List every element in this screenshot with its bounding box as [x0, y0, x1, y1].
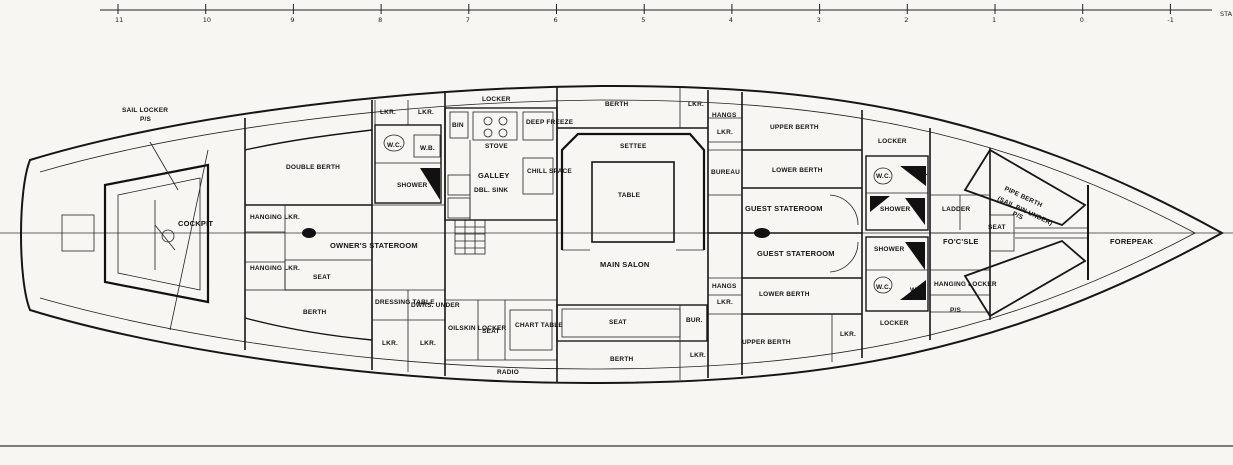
label-guest-stateroom-2: GUEST STATEROOM	[757, 249, 835, 258]
label-wc-fwd-2: W.C.	[876, 284, 891, 291]
label-locker-galley: LOCKER	[482, 96, 511, 103]
hull-outline	[20, 84, 1225, 385]
label-dressing-table: DRESSING TABLE	[375, 299, 435, 306]
label-forepeak: FOREPEAK	[1110, 237, 1154, 246]
label-hanging-lkr: HANGING LKR.	[250, 214, 300, 221]
label-hangs-1: HANGS	[712, 112, 737, 119]
label-locker-fwd-1: LOCKER	[878, 138, 907, 145]
label-seat-nav: SEAT	[482, 328, 500, 335]
label-cockpit: COCKPIT	[178, 219, 213, 228]
scale-tick-label: 0	[1080, 16, 1084, 24]
label-lower-berth-1: LOWER BERTH	[772, 167, 823, 174]
label-lkr-5: LKR.	[688, 101, 704, 108]
label-sail-locker: SAIL LOCKER	[122, 107, 168, 114]
bulkheads	[244, 87, 1089, 382]
label-bureau-1: BUREAU	[711, 169, 740, 176]
label-lkr-6: LKR.	[717, 129, 733, 136]
forepeak-area	[1015, 185, 1089, 280]
transom-hatch	[61, 214, 95, 252]
label-main-salon: MAIN SALON	[600, 260, 650, 269]
label-berth-salon-bottom: BERTH	[610, 356, 633, 363]
label-wc-fwd-1: W.C.	[876, 173, 891, 180]
label-shower-fwd-1: SHOWER	[880, 206, 911, 213]
label-stove: STOVE	[485, 143, 508, 150]
label-locker-fwd-2: LOCKER	[880, 320, 909, 327]
label-chill-space: CHILL SPACE	[527, 168, 572, 175]
plan-labels: SAIL LOCKER P/S COCKPIT HANGING LKR. HAN…	[122, 96, 1154, 376]
label-radio: RADIO	[497, 369, 519, 376]
aft-head	[374, 100, 442, 204]
label-ladder: LADDER	[942, 206, 970, 213]
scale-tick-label: 11	[115, 16, 123, 24]
label-hangs-2: HANGS	[712, 283, 737, 290]
label-chart-table: CHART TABLE	[515, 322, 563, 329]
label-pipe-berth-side: P/S	[1011, 210, 1024, 221]
label-upper-berth-1: UPPER BERTH	[770, 124, 819, 131]
label-berth-owner: BERTH	[303, 309, 326, 316]
label-bin: BIN	[452, 122, 464, 129]
label-hanging-locker-side: P/S	[950, 307, 962, 314]
galley-area	[444, 107, 558, 221]
scale-tick-label: 5	[641, 16, 645, 24]
scale-tick-label: 9	[290, 16, 294, 24]
scale-tick-label: 4	[729, 16, 733, 24]
label-lkr-1: LKR.	[380, 109, 396, 116]
label-seat-salon: SEAT	[609, 319, 627, 326]
label-seat-owner: SEAT	[313, 274, 331, 281]
scale-end-label: STA	[1220, 10, 1233, 18]
label-lkr-7: LKR.	[717, 299, 733, 306]
owners-stateroom-area	[244, 129, 445, 372]
scale-tick-label: 10	[203, 16, 211, 24]
label-wb-fwd-1: W.B.	[913, 170, 928, 177]
label-guest-stateroom-1: GUEST STATEROOM	[745, 204, 823, 213]
main-salon-area	[556, 88, 708, 380]
label-seat-focsle: SEAT	[988, 224, 1006, 231]
label-wc-aft: W.C.	[387, 142, 402, 149]
label-hanging-lkr-2: HANGING LKR.	[250, 265, 300, 272]
label-lkr-3: LKR.	[382, 340, 398, 347]
label-hanging-locker-focsle: HANGING LOCKER	[934, 281, 997, 288]
scale-tick-label: 6	[554, 16, 558, 24]
nav-area	[445, 299, 557, 361]
scale-tick-label: -1	[1167, 16, 1173, 24]
focsle-area	[930, 148, 1087, 318]
label-lkr-9: LKR.	[840, 331, 856, 338]
scale-tick-label: 7	[466, 16, 470, 24]
label-galley: GALLEY	[478, 171, 510, 180]
scale-tick-label: 1	[992, 16, 996, 24]
label-table: TABLE	[618, 192, 641, 199]
hull-inner-line	[39, 99, 1196, 370]
label-sail-locker-side: P/S	[140, 116, 152, 123]
scale-tick-label: 2	[904, 16, 908, 24]
scale-tick-label: 3	[817, 16, 821, 24]
label-focsle: FO'C'SLE	[943, 237, 979, 246]
label-berth-salon-top: BERTH	[605, 101, 628, 108]
guest-staterooms-area	[708, 117, 862, 362]
label-lkr-8: LKR.	[690, 352, 706, 359]
cockpit-area	[103, 141, 210, 331]
label-oilskin-locker: OILSKIN LOCKER	[448, 325, 507, 332]
label-deep-freeze: DEEP FREEZE	[526, 119, 574, 126]
label-wb-aft: W.B.	[420, 145, 435, 152]
label-owners-stateroom: OWNER'S STATEROOM	[330, 241, 418, 250]
label-wb-fwd-2: W.B.	[910, 287, 925, 294]
label-upper-berth-2: UPPER BERTH	[742, 339, 791, 346]
label-settee: SETTEE	[620, 143, 647, 150]
label-double-berth: DOUBLE BERTH	[286, 164, 340, 171]
label-lkr-2: LKR.	[418, 109, 434, 116]
forward-heads	[865, 155, 929, 312]
scale-tick-label: 8	[378, 16, 382, 24]
label-lower-berth-2: LOWER BERTH	[759, 291, 810, 298]
label-lkr-4: LKR.	[420, 340, 436, 347]
label-bur-2: BUR.	[686, 317, 703, 324]
companionway-steps	[454, 219, 486, 255]
label-shower-aft: SHOWER	[397, 182, 428, 189]
label-shower-fwd-2: SHOWER	[874, 246, 905, 253]
label-dbl-sink: DBL. SINK	[474, 187, 508, 194]
label-dwrs-under: DWRS. UNDER	[411, 302, 460, 309]
